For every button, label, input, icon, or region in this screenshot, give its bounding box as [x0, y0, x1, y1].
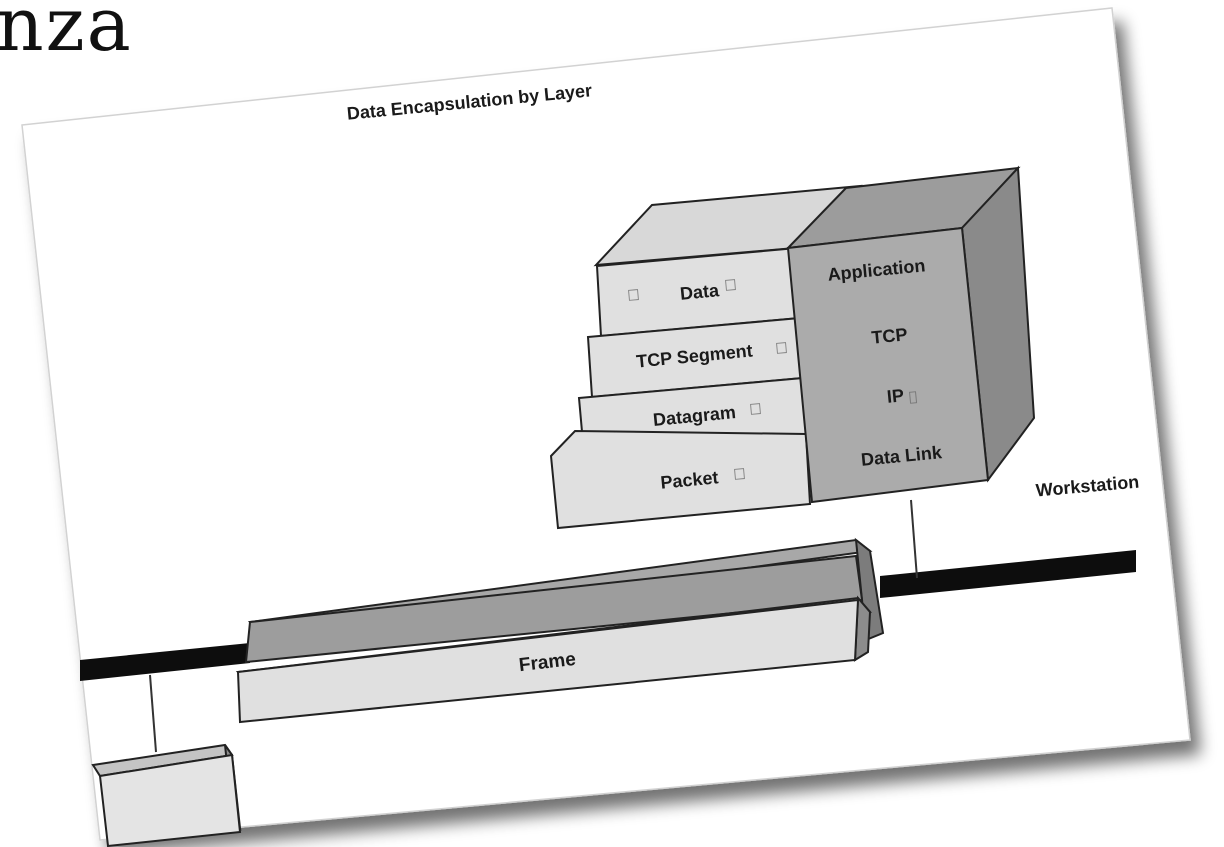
placeholder-glyph	[908, 391, 918, 404]
network-cable-left	[80, 643, 250, 681]
placeholder-glyph	[627, 288, 640, 301]
host-box	[91, 743, 242, 847]
placeholder-glyph	[775, 341, 788, 354]
drop-line-host	[149, 674, 157, 753]
placeholder-glyph	[749, 402, 762, 415]
layer-ip: IP	[886, 385, 905, 407]
layer-tcp: TCP	[871, 324, 909, 347]
slide-title-fragment: nza	[0, 0, 133, 68]
network-cable-right	[880, 550, 1136, 598]
unit-row-data: Data	[595, 246, 802, 338]
placeholder-glyph	[724, 278, 737, 291]
placeholder-glyph	[733, 467, 746, 480]
drop-line-workstation	[910, 499, 918, 579]
workstation-box: Application TCP IP Data Link	[785, 165, 1036, 504]
unit-row-packet: Packet	[549, 429, 812, 530]
unit-data-label: Data	[679, 280, 721, 304]
frame-bar: Frame	[235, 537, 885, 724]
workstation-front-face	[786, 226, 990, 504]
